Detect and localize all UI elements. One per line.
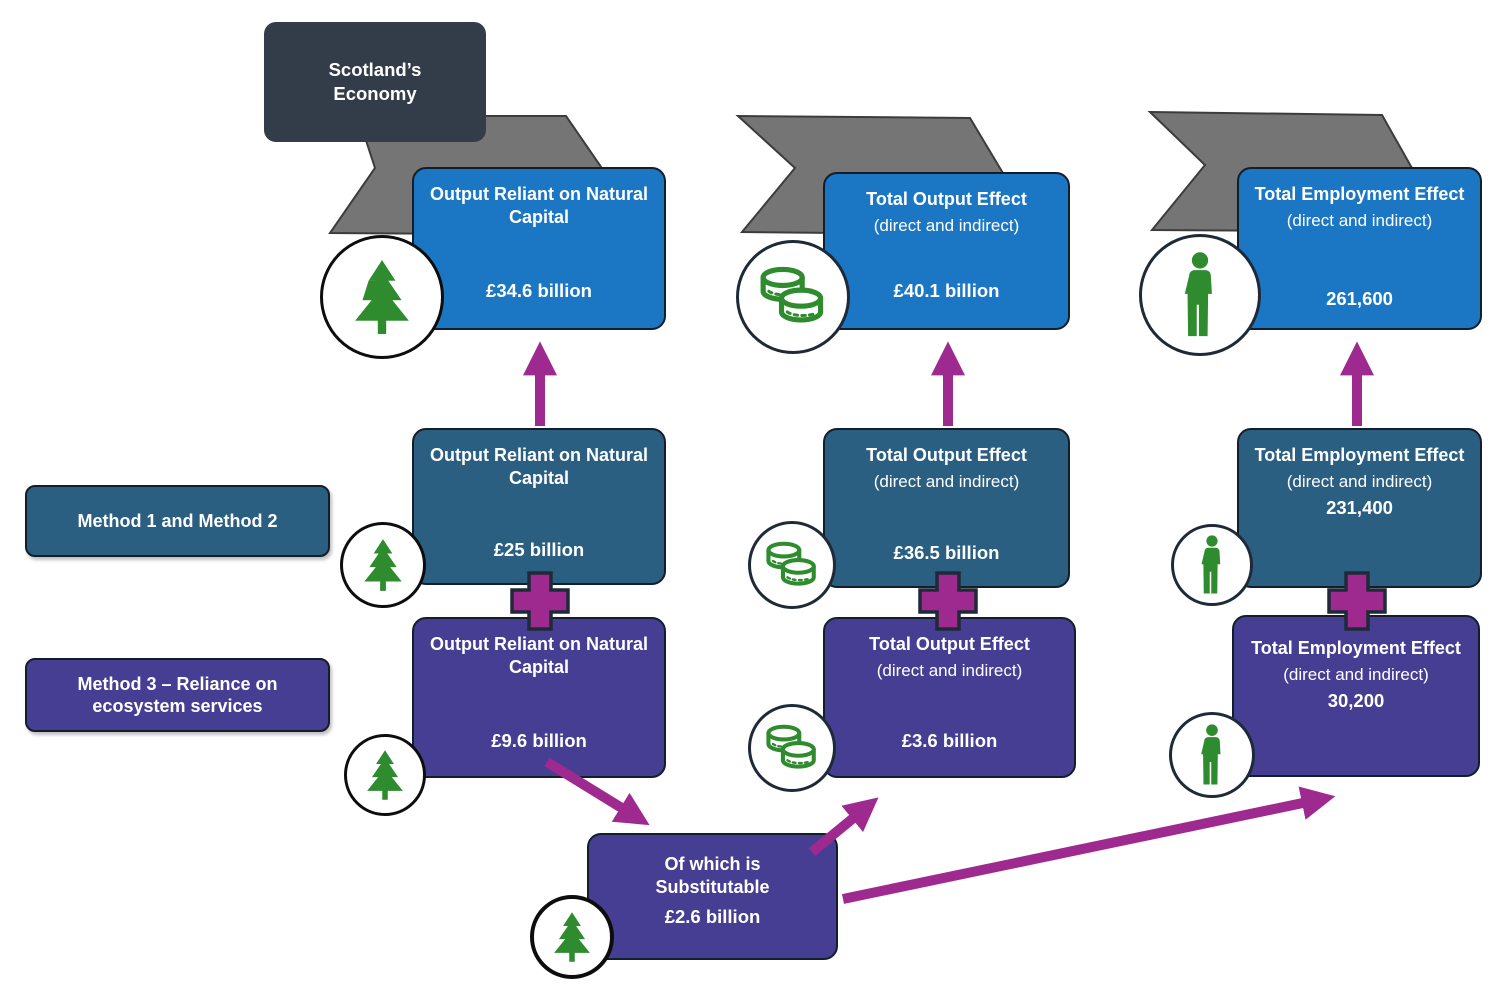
tree-circle [340, 522, 426, 608]
box-title: Total Employment Effect [1251, 638, 1461, 658]
coins-circle [748, 521, 836, 609]
box-title: Total Employment Effect [1254, 184, 1465, 204]
tree-icon [355, 260, 409, 334]
arrow-subst-to-employment [841, 786, 1336, 904]
box-title: Output Reliant on Natural Capital [430, 634, 648, 677]
person-icon [1201, 724, 1221, 785]
coins-circle [736, 240, 850, 354]
total-employment-middle-box: Total Employment Effect (direct and indi… [1237, 428, 1482, 588]
coins-circle [748, 704, 836, 792]
box-title: Total Output Effect [869, 634, 1030, 654]
total-output-bottom-box: Total Output Effect (direct and indirect… [823, 617, 1076, 778]
box-value: 261,600 [1326, 288, 1393, 309]
box-value: £40.1 billion [893, 280, 1000, 301]
box-title: Output Reliant on Natural Capital [430, 445, 648, 488]
total-employment-bottom-box: Total Employment Effect (direct and indi… [1232, 615, 1480, 777]
tree-circle [344, 734, 426, 816]
person-circle [1169, 712, 1255, 798]
box-value: £36.5 billion [893, 542, 1000, 563]
box-subtitle: (direct and indirect) [1283, 664, 1429, 684]
coins-icon [766, 724, 816, 769]
box-value: £34.6 billion [486, 280, 592, 301]
person-icon [1184, 252, 1212, 337]
tree-icon [554, 912, 590, 962]
box-title: Total Output Effect [866, 189, 1027, 209]
box-subtitle: (direct and indirect) [873, 471, 1020, 491]
box-value: £25 billion [493, 539, 585, 560]
total-employment-top-box: Total Employment Effect (direct and indi… [1237, 167, 1482, 330]
method-1-2-label: Method 1 and Method 2 [25, 485, 330, 557]
output-reliant-top-box: Output Reliant on Natural Capital £34.6 … [412, 167, 666, 330]
person-circle [1139, 234, 1261, 356]
tree-circle [530, 895, 614, 979]
coins-icon [760, 266, 824, 323]
box-value: £3.6 billion [901, 730, 998, 751]
box-title: Of which is Substitutable [655, 854, 770, 897]
tree-icon [367, 750, 403, 800]
box-value: 30,200 [1327, 689, 1385, 711]
box-value: £2.6 billion [664, 906, 761, 927]
box-subtitle: (direct and indirect) [1286, 471, 1433, 491]
tree-circle [320, 235, 444, 359]
output-reliant-bottom-box: Output Reliant on Natural Capital £9.6 b… [412, 617, 666, 778]
box-subtitle: (direct and indirect) [873, 215, 1020, 235]
total-output-top-box: Total Output Effect (direct and indirect… [823, 172, 1070, 330]
box-title: Total Output Effect [866, 445, 1027, 465]
coins-icon [766, 541, 816, 586]
box-title: Total Employment Effect [1254, 445, 1465, 465]
box-subtitle: (direct and indirect) [876, 660, 1023, 680]
scotlands-economy-box: Scotland’s Economy [264, 22, 486, 142]
method-3-label: Method 3 – Reliance on ecosystem service… [25, 658, 330, 732]
person-icon [1201, 535, 1221, 594]
box-title: Output Reliant on Natural Capital [430, 184, 648, 227]
output-reliant-middle-box: Output Reliant on Natural Capital £25 bi… [412, 428, 666, 585]
tree-icon [364, 539, 402, 591]
box-value: £9.6 billion [491, 730, 587, 751]
total-output-middle-box: Total Output Effect (direct and indirect… [823, 428, 1070, 588]
box-subtitle: (direct and indirect) [1286, 210, 1433, 230]
box-value: 231,400 [1326, 496, 1393, 518]
person-circle [1171, 524, 1253, 606]
substitutable-box: Of which is Substitutable £2.6 billion [587, 833, 838, 960]
